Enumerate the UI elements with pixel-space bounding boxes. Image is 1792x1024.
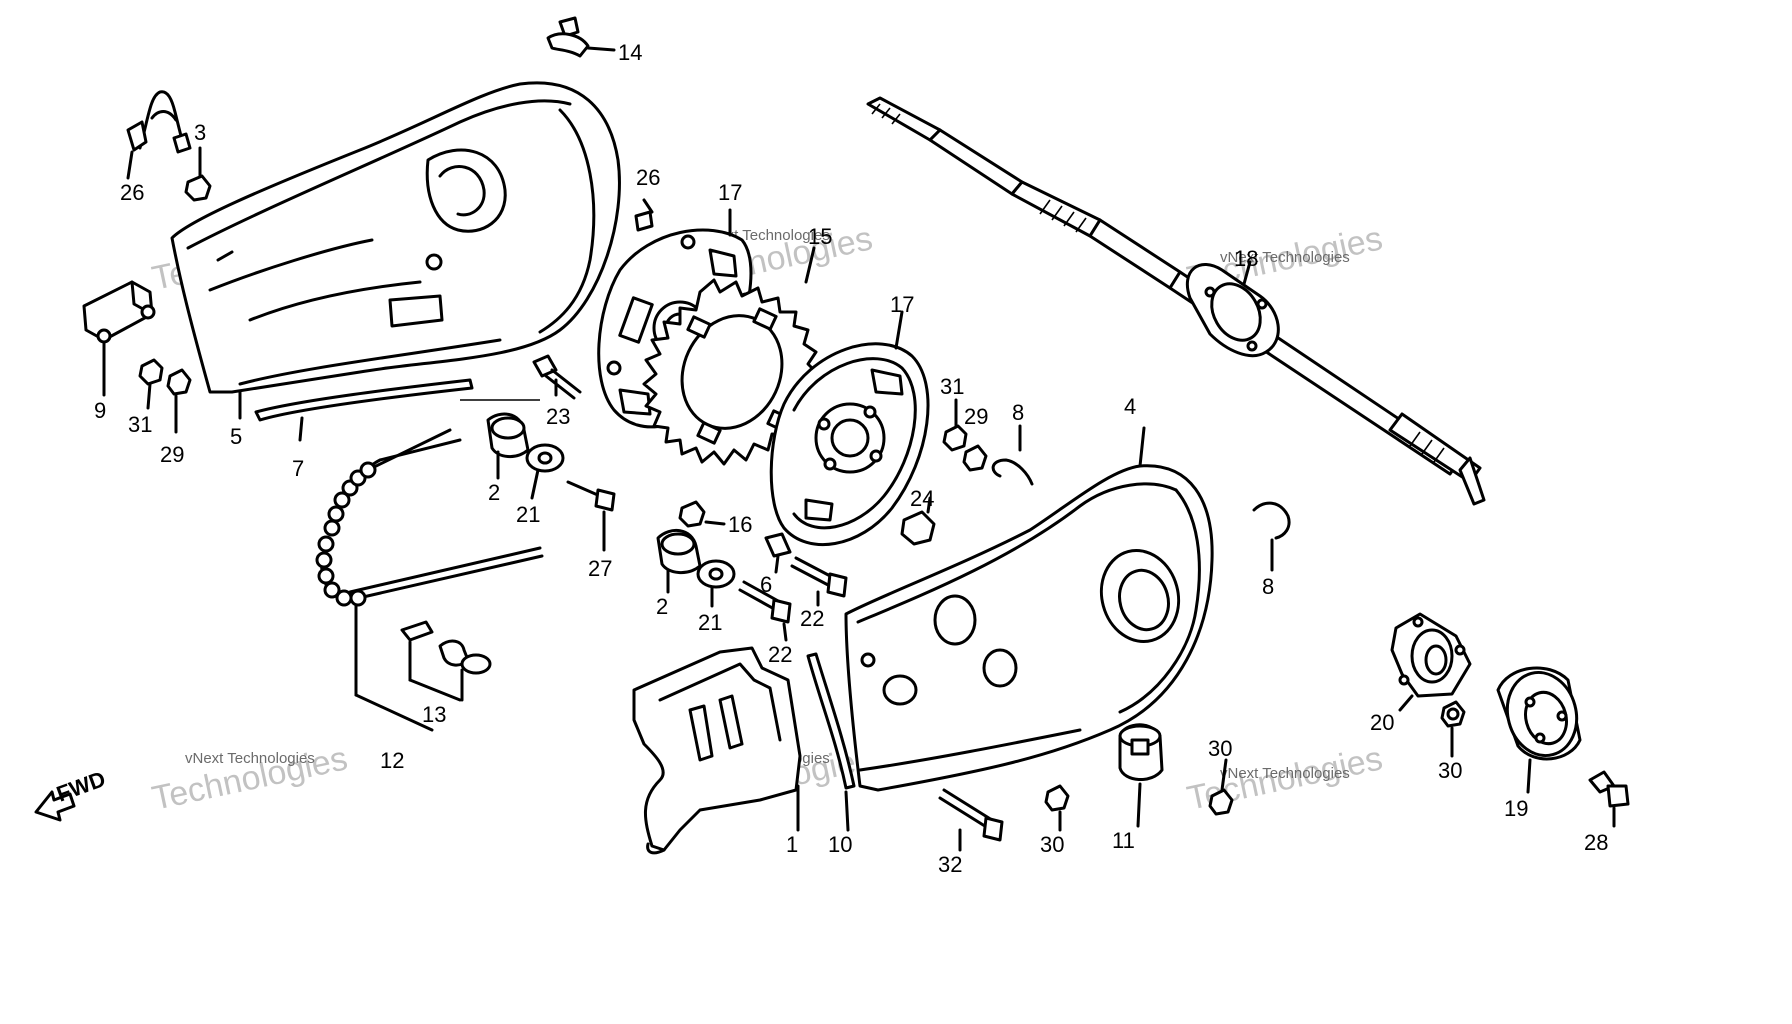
label-15: 15 [808,224,832,249]
part-18-rear-axle [866,96,1486,506]
part-29-nut-left [166,368,192,396]
part-4-lower-chain-case [844,426,1214,792]
part-30-nut-center [1044,784,1070,832]
label-28: 28 [1584,830,1608,855]
part-3-nut [184,146,212,202]
part-21-washer-upper [525,443,565,500]
label-21: 21 [698,610,722,635]
fwd-arrow: FWD [34,766,109,822]
label-12: 12 [380,748,404,773]
label-31: 31 [940,374,964,399]
part-26-bolt-mid [634,198,654,232]
part-2-spacer-upper [460,399,540,480]
label-26: 26 [636,165,660,190]
label-18: 18 [1234,246,1258,271]
label-24: 24 [910,486,934,511]
part-10-rubber-strip [806,652,856,832]
label-30: 30 [1208,736,1232,761]
label-8: 8 [1262,574,1274,599]
part-22-bolt-lower [738,580,792,642]
part-27-bolt [566,480,616,552]
part-20-flange [1390,612,1472,712]
label-11: 11 [1112,828,1135,853]
part-21-washer-lower [696,559,736,608]
label-3: 3 [194,120,206,145]
part-7-rubber-strip [254,378,474,422]
axle-splines [871,103,1445,463]
part-1-sprocket-guard [632,646,802,855]
label-9: 9 [94,398,106,423]
part-14-bolt [546,16,616,58]
label-17: 17 [718,180,742,205]
part-17-brake-plate-lower [769,310,930,547]
watermark-bottom-left: Technologies vNext Technologies [149,739,351,817]
part-2-spacer-lower [656,529,702,594]
part-23-bolt [532,354,582,400]
part-30-nut-far-right [1440,700,1466,758]
label-20: 20 [1370,710,1394,735]
part-9-bracket [82,280,156,397]
fwd-label: FWD [53,766,109,807]
label-2: 2 [488,480,500,505]
label-7: 7 [292,456,304,481]
label-26: 26 [120,180,144,205]
part-16-nut [678,500,726,528]
part-13-master-link [400,620,492,702]
svg-text:vNext Technologies: vNext Technologies [1220,765,1350,782]
label-27: 27 [588,556,612,581]
label-5: 5 [230,424,242,449]
label-21: 21 [516,502,540,527]
label-31: 31 [128,412,152,437]
part-28-bolt [1588,770,1630,828]
part-22-bolt-upper [790,556,848,607]
label-32: 32 [938,852,962,877]
part-31-nut-center [942,398,968,452]
label-16: 16 [728,512,752,537]
part-labels: 14 3 26 26 17 15 17 18 9 31 29 5 7 23 31… [94,40,1608,877]
part-6-collar [764,532,792,574]
label-13: 13 [422,702,446,727]
label-22: 22 [800,606,824,631]
part-30-nut-right [1208,758,1234,816]
label-14: 14 [618,40,642,65]
part-11-bearing [1118,723,1164,828]
part-31-nut-left [138,358,164,386]
label-29: 29 [964,404,988,429]
svg-text:vNext Technologies: vNext Technologies [185,750,315,767]
label-23: 23 [546,404,570,429]
part-26-clip [126,90,192,180]
part-32-bolt [938,788,1004,852]
part-15-sprocket [642,246,820,466]
svg-text:vNext Technologies: vNext Technologies [1220,249,1350,266]
label-29: 29 [160,442,184,467]
label-1: 1 [786,832,798,857]
label-6: 6 [760,572,772,597]
chain-links [315,461,377,607]
part-29-nut-center [962,444,988,472]
label-4: 4 [1124,394,1136,419]
label-30: 30 [1040,832,1064,857]
part-8-clip-lower [1252,501,1291,572]
label-2: 2 [656,594,668,619]
leader-lines [146,382,304,442]
label-19: 19 [1504,796,1528,821]
label-30: 30 [1438,758,1462,783]
label-8: 8 [1012,400,1024,425]
part-19-hub [1496,666,1582,794]
label-17: 17 [890,292,914,317]
label-10: 10 [828,832,852,857]
label-22: 22 [768,642,792,667]
part-5-upper-chain-case [170,81,621,394]
part-8-clip-upper [991,424,1034,486]
part-24-nut [900,496,936,546]
part-12-drive-chain [315,428,544,732]
